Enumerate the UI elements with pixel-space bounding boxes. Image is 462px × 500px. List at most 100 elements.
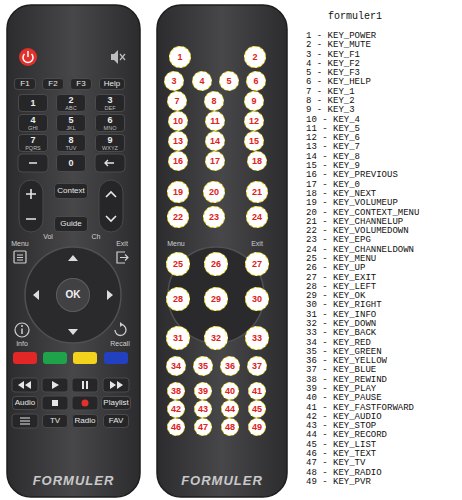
callout-number: 38 — [171, 387, 181, 396]
callout-circle: 33 — [245, 326, 269, 350]
callout-number: 36 — [225, 362, 235, 371]
button-label: F1 — [20, 80, 29, 88]
key-digit: 0 — [68, 159, 73, 168]
key-list-entry: 15 - KEY_9 — [306, 162, 360, 171]
callout-number: 13 — [173, 137, 183, 146]
transport-buttons — [72, 378, 98, 392]
key-list-entry: 9 - KEY_3 — [306, 106, 355, 115]
transport-buttons — [20, 418, 30, 424]
callout-circle: 21 — [246, 181, 268, 203]
callout-circle: 5 — [219, 71, 239, 91]
key-list-entry: 38 - KEY_REWIND — [306, 376, 387, 385]
callout-number: 15 — [249, 137, 259, 146]
remote-button: Context — [54, 183, 88, 199]
key-list-entry: 3 - KEY_F1 — [306, 51, 360, 60]
callout-number: 10 — [173, 117, 183, 126]
callout-number: 7 — [174, 97, 179, 106]
callout-circle: 34 — [166, 356, 186, 376]
callout-circle: 42 — [167, 400, 185, 418]
exit-icon — [120, 255, 128, 261]
key-list-entry: 44 - KEY_RECORD — [306, 431, 387, 440]
remote-button: F3 — [70, 78, 92, 90]
button-label: F2 — [48, 80, 57, 88]
callout-circle: 43 — [194, 400, 212, 418]
remote-button: Audio — [12, 396, 38, 410]
callout-circle: 12 — [244, 111, 264, 131]
key-digit: 1 — [30, 99, 35, 108]
number-key: 1 — [18, 94, 48, 112]
key-list-entry: 33 - KEY_BACK — [306, 329, 376, 338]
callout-number: 2 — [252, 53, 257, 62]
channel-rocker — [99, 180, 123, 232]
key-list-entry: 11 - KEY_5 — [306, 125, 360, 134]
key-list-entry: 41 - KEY_FASTFORWARD — [306, 404, 414, 413]
callout-number: 26 — [211, 260, 221, 269]
button-label: FAV — [109, 417, 124, 425]
key-list-entry: 20 - KEY_CONTEXT_MENU — [306, 209, 419, 218]
button-label: Radio — [75, 417, 96, 425]
callout-number: 8 — [211, 97, 216, 106]
button-label: Context — [57, 187, 85, 195]
key-list-entry: 35 - KEY_GREEN — [306, 348, 382, 357]
volume-rocker — [26, 189, 36, 219]
callout-number: 16 — [173, 157, 183, 166]
direction-pad — [25, 247, 121, 343]
key-list-entry: 24 - KEY_CHANNELDOWN — [306, 246, 414, 255]
remote-body: FORMULER12345678910111213141516171819202… — [157, 5, 287, 497]
transport-buttons — [72, 396, 98, 410]
extra-key — [95, 154, 125, 172]
callout-number: 45 — [252, 405, 262, 414]
remote-button: FAV — [103, 414, 129, 428]
callout-number: 17 — [210, 157, 220, 166]
volume-rocker — [19, 180, 43, 232]
callout-number: 27 — [252, 260, 262, 269]
menu-icon — [14, 251, 26, 263]
callout-circle: 35 — [193, 356, 213, 376]
key-letters: ABC — [65, 105, 76, 111]
color-buttons — [13, 352, 128, 364]
callout-number: 14 — [210, 137, 220, 146]
callout-number: 37 — [252, 362, 262, 371]
callout-number: 33 — [252, 334, 262, 343]
button-caption: Exit — [251, 240, 263, 248]
key-list-entry: 12 - KEY_6 — [306, 134, 360, 143]
color-buttons — [104, 352, 128, 364]
transport-buttons — [52, 400, 58, 406]
callout-number: 47 — [198, 423, 208, 432]
key-list-entry: 40 - KEY_PAUSE — [306, 394, 382, 403]
callout-circle: 48 — [221, 418, 239, 436]
callout-circle: 10 — [168, 111, 188, 131]
transport-buttons — [42, 378, 68, 392]
callout-number: 39 — [198, 387, 208, 396]
info-icon — [15, 323, 29, 337]
transport-buttons — [82, 381, 84, 389]
key-list-entry: 25 - KEY_MENU — [306, 255, 376, 264]
key-digit: 2 — [68, 96, 73, 105]
key-list-entry: 36 - KEY_YELLOW — [306, 357, 387, 366]
transport-buttons — [42, 396, 68, 410]
callout-number: 44 — [225, 405, 235, 414]
callout-number: 42 — [171, 405, 181, 414]
number-key: 4GHI — [18, 114, 48, 132]
callout-number: 9 — [251, 97, 256, 106]
key-list-entry: 26 - KEY_UP — [306, 264, 365, 273]
callout-number: 3 — [171, 77, 176, 86]
callout-circle: 27 — [245, 252, 269, 276]
callout-circle: 20 — [203, 181, 225, 203]
callout-circle: 30 — [245, 287, 269, 311]
recall-icon — [120, 322, 123, 327]
extra-key — [105, 160, 114, 166]
key-list-entry: 10 - KEY_4 — [306, 116, 360, 125]
callout-circle: 46 — [167, 418, 185, 436]
number-key: 2ABC — [56, 94, 86, 112]
callout-circle: 36 — [220, 356, 240, 376]
callout-number: 5 — [226, 77, 231, 86]
key-digit: 7 — [30, 136, 35, 145]
key-list-entry: 1 - KEY_POWER — [306, 32, 376, 41]
key-list-entry: 45 - KEY_LIST — [306, 441, 376, 450]
key-digit: 6 — [107, 116, 112, 125]
color-buttons — [73, 352, 97, 364]
key-list-entry: 2 - KEY_MUTE — [306, 41, 371, 50]
callout-circle: 38 — [167, 382, 185, 400]
key-digit: 4 — [30, 116, 35, 125]
